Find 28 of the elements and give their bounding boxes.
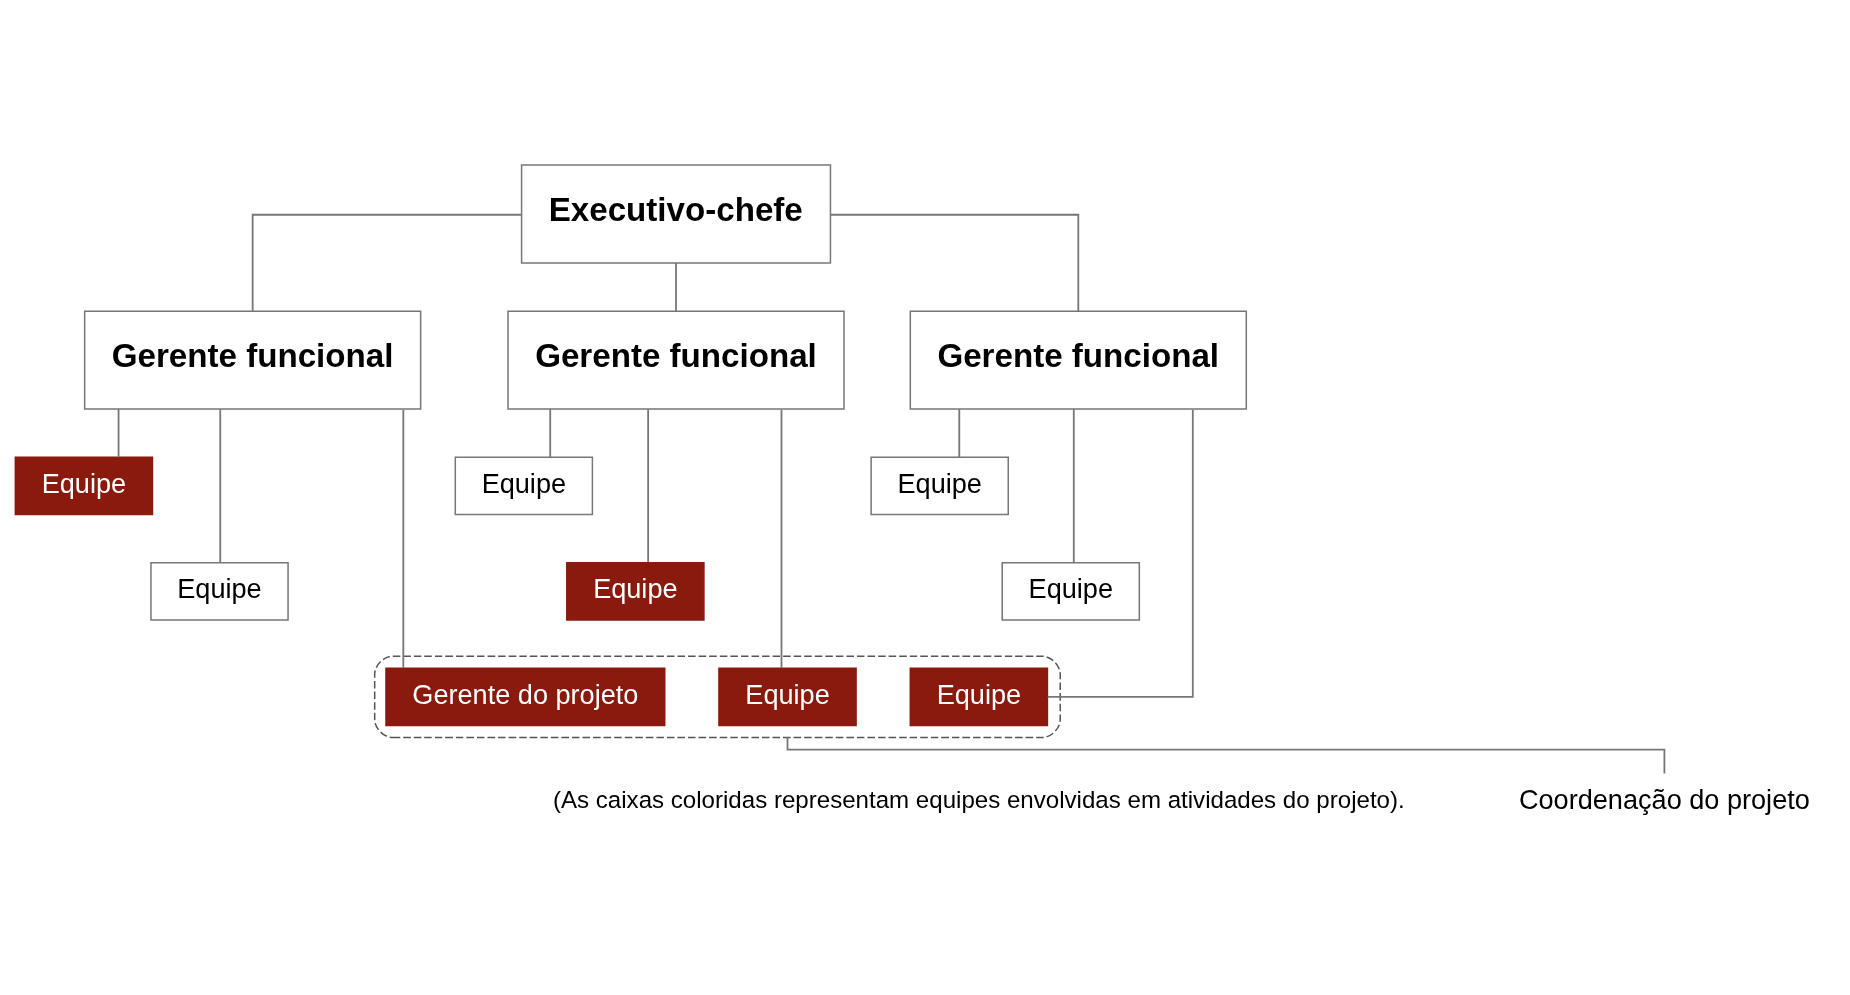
node-box: Gerente funcional: [507, 309, 845, 410]
connector: [219, 407, 222, 563]
connector: [402, 408, 405, 669]
connector: [1046, 408, 1194, 698]
node-box: Equipe: [566, 561, 705, 621]
cluster: [373, 654, 1061, 738]
node-box: Gerente funcional: [83, 309, 422, 410]
connector: [251, 213, 523, 312]
node-box: Equipe: [150, 561, 289, 621]
connector: [958, 407, 961, 458]
label: (As caixas coloridas representam equipes envolvidas em atividades do projeto).: [552, 785, 1405, 813]
connector: [1072, 407, 1075, 563]
node-box: Equipe: [1001, 561, 1141, 621]
node-box: Equipe: [909, 667, 1049, 726]
connector: [780, 408, 783, 669]
connector: [647, 407, 650, 563]
node-box: Equipe: [454, 456, 594, 515]
connector: [830, 213, 1080, 312]
node-box: Gerente funcional: [909, 309, 1248, 410]
node-box: Gerente do projeto: [385, 667, 666, 726]
node-box: Equipe: [870, 456, 1009, 515]
node-box: Equipe: [14, 456, 154, 515]
node-box: Executivo-chefe: [520, 163, 832, 264]
connector: [549, 407, 552, 458]
connector: [117, 407, 120, 458]
node-box: Equipe: [718, 667, 857, 726]
connector: [675, 261, 677, 312]
node-text: Coordenação do projeto: [1518, 783, 1810, 815]
